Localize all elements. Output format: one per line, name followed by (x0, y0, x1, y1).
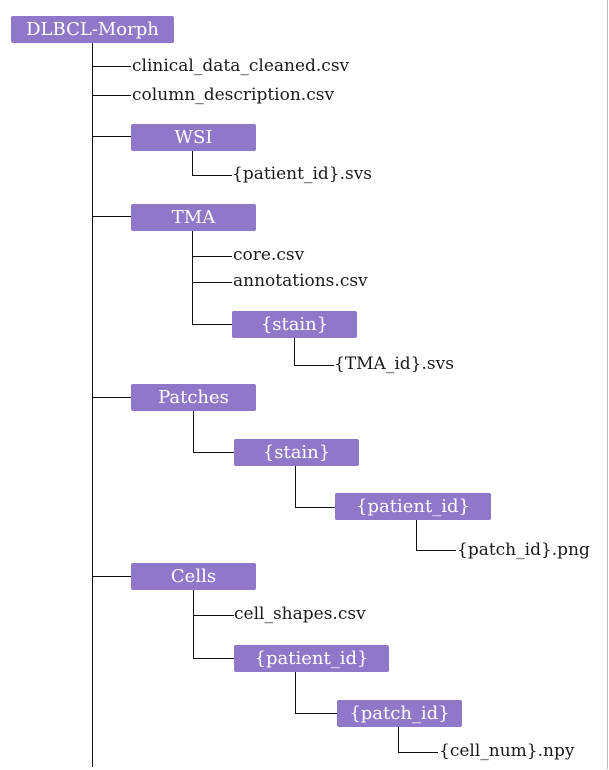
patch-png-file: {patch_id}.png (457, 540, 590, 560)
connector (92, 95, 131, 96)
connector (92, 397, 131, 398)
connector (192, 175, 232, 176)
cell-shapes-file: cell_shapes.csv (234, 604, 366, 624)
cells-folder: Cells (131, 563, 256, 590)
connector (192, 150, 193, 175)
connector (416, 520, 417, 550)
connector (192, 256, 232, 257)
root-folder: DLBCL-Morph (11, 16, 174, 43)
connector (92, 66, 131, 67)
tma-stain-folder: {stain} (232, 311, 357, 338)
connector (193, 658, 234, 659)
connector (193, 590, 194, 658)
connector (398, 727, 399, 752)
cell-npy-file: {cell_num}.npy (439, 741, 575, 761)
connector (193, 411, 194, 452)
connector (192, 282, 232, 283)
connector (294, 338, 295, 365)
wsi-folder: WSI (131, 124, 256, 151)
connector (295, 466, 296, 507)
column-description-file: column_description.csv (132, 85, 335, 105)
connector (92, 216, 131, 217)
connector (295, 507, 335, 508)
wsi-svs-file: {patient_id}.svs (232, 164, 373, 184)
connector (92, 136, 131, 137)
connector (192, 231, 193, 324)
cells-patch-folder: {patch_id} (337, 700, 462, 727)
connector (294, 365, 334, 366)
cells-patient-folder: {patient_id} (234, 645, 389, 672)
connector (193, 452, 234, 453)
patches-folder: Patches (131, 384, 256, 411)
clinical-data-file: clinical_data_cleaned.csv (132, 56, 350, 76)
core-csv-file: core.csv (233, 245, 305, 265)
connector (192, 324, 232, 325)
connector (398, 752, 438, 753)
tma-folder: TMA (131, 204, 256, 231)
connector (295, 672, 296, 713)
connector (92, 576, 131, 577)
patches-stain-folder: {stain} (234, 439, 359, 466)
trunk-line (92, 42, 93, 767)
connector (193, 615, 234, 616)
connector (295, 713, 337, 714)
connector (416, 550, 456, 551)
patches-patient-folder: {patient_id} (335, 493, 491, 520)
tma-svs-file: {TMA_id}.svs (334, 354, 454, 374)
annotations-csv-file: annotations.csv (233, 271, 368, 291)
